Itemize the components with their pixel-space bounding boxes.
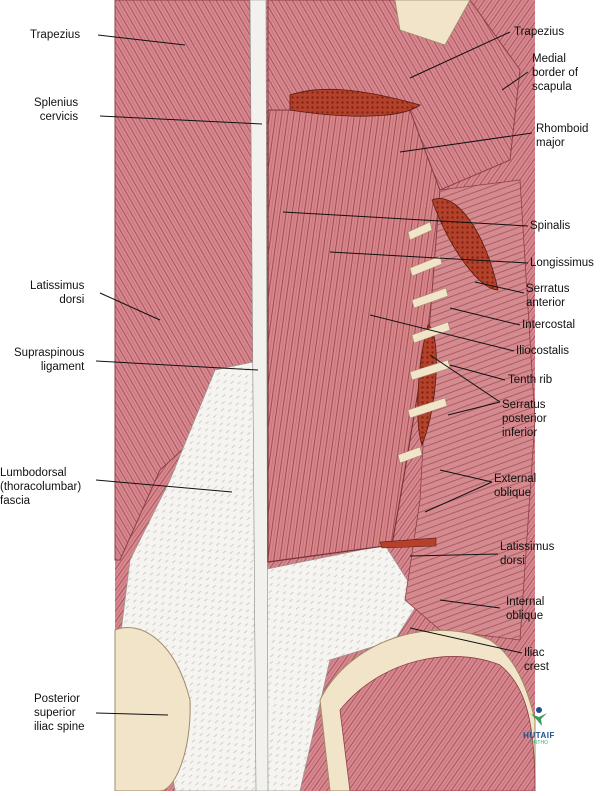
label-posterior-superior-iliac-spine: Posterior superior iliac spine — [34, 693, 85, 733]
label-medial-border-scapula: Medial border of scapula — [532, 53, 579, 93]
leader-lines — [95, 31, 533, 716]
cut-latissimus — [379, 537, 437, 549]
label-iliocostalis: Iliocostalis — [516, 345, 570, 357]
label-lumbodorsal-fascia: Lumbodorsal (thoracolumbar) fascia — [0, 467, 82, 507]
label-rhomboid-major: Rhomboid major — [536, 123, 589, 149]
logo-figure-icon — [531, 707, 547, 726]
left-iliac-bone — [114, 627, 191, 792]
cut-splenius — [289, 88, 421, 117]
label-latissimus-dorsi-left: Latissimus dorsi — [30, 280, 85, 306]
logo-name: HUTAIF — [523, 731, 555, 740]
label-trapezius-left: Trapezius — [30, 29, 81, 41]
label-supraspinous-ligament: Supraspinous ligament — [14, 347, 85, 373]
logo-sub: ORTHO — [530, 740, 548, 746]
label-serratus-anterior: Serratus anterior — [526, 283, 570, 309]
label-trapezius-right: Trapezius — [514, 26, 565, 38]
label-latissimus-dorsi-right: Latissimus dorsi — [500, 541, 555, 567]
lumbodorsal-fascia-region — [119, 359, 421, 792]
label-tenth-rib: Tenth rib — [508, 374, 553, 386]
label-intercostal: Intercostal — [522, 319, 576, 331]
label-splenius-cervicis: Splenius cervicis — [34, 97, 79, 123]
label-serratus-posterior-inferior: Serratus posterior inferior — [502, 399, 547, 439]
label-longissimus: Longissimus — [530, 257, 594, 269]
label-spinalis: Spinalis — [530, 220, 571, 232]
scapula-bone — [394, 0, 471, 46]
cut-serratus-posterior-inferior — [417, 324, 437, 447]
ribs — [397, 221, 451, 464]
label-external-oblique: External oblique — [494, 473, 537, 499]
hutaif-logo: HUTAIF ORTHO — [517, 706, 561, 746]
label-iliac-crest: Iliac crest — [524, 647, 549, 673]
gluteal-muscle — [339, 656, 536, 792]
label-internal-oblique: Internal oblique — [506, 596, 545, 622]
